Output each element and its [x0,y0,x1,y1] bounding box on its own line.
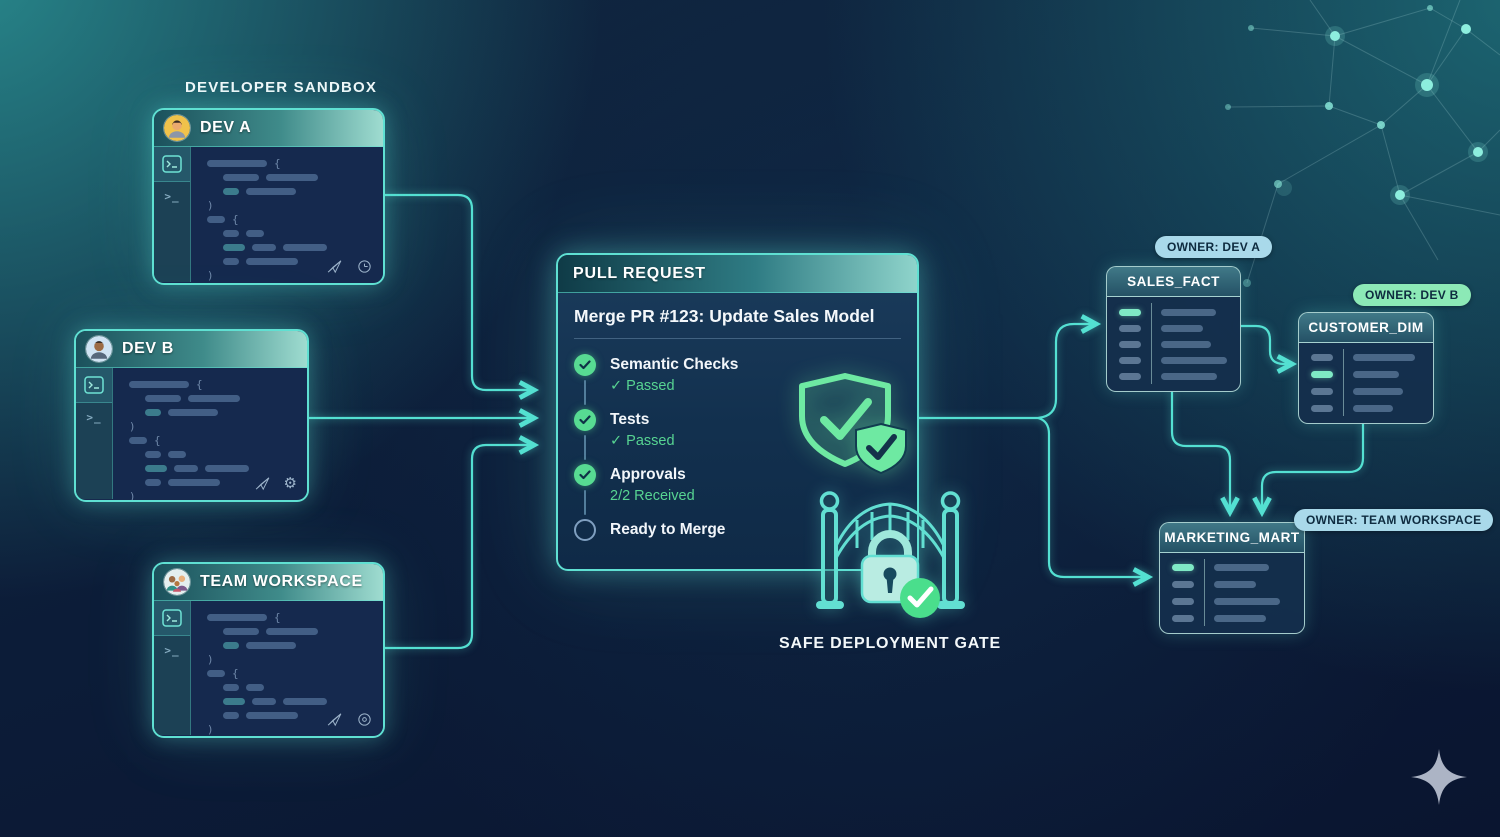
check-done-icon [574,354,596,376]
table-sales-fact-header: SALES_FACT [1107,267,1240,297]
pr-check-list: Semantic Checks ✓ Passed Tests ✓ Passed … [558,339,917,555]
check-item-ready-to-merge: Ready to Merge [574,519,901,555]
check-item-semantic: Semantic Checks ✓ Passed [574,354,901,409]
gate-label: SAFE DEPLOYMENT GATE [779,635,1001,652]
table-row [1119,325,1230,332]
owner-badge-team-workspace: OWNER: TEAM WORKSPACE [1294,509,1494,531]
sandbox-section-label: DEVELOPER SANDBOX [185,79,378,96]
table-row [1172,615,1294,622]
divider [574,338,901,339]
dev-b-window: DEV B >_ {){) ⚙ [74,329,309,502]
team-workspace-title: TEAM WORKSPACE [200,573,363,590]
check-done-icon [574,464,596,486]
pull-request-header-label: PULL REQUEST [573,264,706,282]
table-row [1311,405,1423,412]
prompt-tab-icon: >_ [164,644,180,657]
table-marketing-mart: MARKETING_MART [1159,522,1305,634]
dev-b-header: DEV B [76,331,307,368]
check-pending-icon [574,519,596,541]
shield-check-icon [799,373,907,475]
table-customer-dim-rows [1299,343,1433,422]
table-customer-dim: CUSTOMER_DIM [1298,312,1434,424]
table-row [1172,598,1294,605]
table-row [1311,371,1423,378]
owner-badge-dev-a: OWNER: DEV A [1155,236,1273,258]
team-workspace-header: TEAM WORKSPACE [154,564,383,601]
send-icon [327,260,342,274]
gear-icon: ⚙ [283,474,297,492]
dev-a-window: DEV A >_ {){) [152,108,385,285]
dev-a-header: DEV A [154,110,383,147]
table-row [1119,373,1230,380]
pull-request-title: Merge PR #123: Update Sales Model [574,306,875,326]
table-row [1119,309,1230,316]
terminal-tab-icon [76,368,112,403]
table-row [1119,341,1230,348]
team-code-area: {){) [191,601,383,735]
target-icon [358,713,371,726]
table-sales-fact: SALES_FACT [1106,266,1241,392]
owner-badge-dev-b: OWNER: DEV B [1353,284,1471,306]
team-workspace-window: TEAM WORKSPACE >_ {){) [152,562,385,738]
prompt-tab-icon: >_ [86,411,102,424]
dev-a-title: DEV A [200,119,252,136]
team-avatar [164,569,190,595]
table-marketing-mart-header: MARKETING_MART [1160,523,1304,553]
table-row [1172,564,1294,571]
table-sales-fact-rows [1107,297,1240,390]
check-item-approvals: Approvals 2/2 Received [574,464,901,519]
dev-a-avatar [164,115,190,141]
table-marketing-mart-rows [1160,553,1304,632]
pull-request-card: PULL REQUEST Merge PR #123: Update Sales… [556,253,919,571]
dev-b-avatar [86,336,112,362]
dev-a-sidebar: >_ [154,147,191,282]
check-item-tests: Tests ✓ Passed [574,409,901,464]
table-row [1172,581,1294,588]
table-row [1311,388,1423,395]
terminal-tab-icon [154,601,190,636]
check-done-icon [574,409,596,431]
sparkle-icon [1411,749,1467,805]
table-customer-dim-header: CUSTOMER_DIM [1299,313,1433,343]
dev-b-sidebar: >_ [76,368,113,499]
table-row [1311,354,1423,361]
table-row [1119,357,1230,364]
send-icon [255,477,269,491]
terminal-tab-icon [154,147,190,182]
pull-request-header: PULL REQUEST [558,255,917,293]
send-icon [327,713,342,727]
prompt-tab-icon: >_ [164,190,180,203]
dev-b-title: DEV B [122,340,174,357]
clock-icon [358,260,371,273]
dev-b-code-area: {){) ⚙ [113,368,307,500]
deployment-gate-icon [816,491,965,618]
team-sidebar: >_ [154,601,191,735]
dev-a-code-area: {){) [191,147,383,282]
